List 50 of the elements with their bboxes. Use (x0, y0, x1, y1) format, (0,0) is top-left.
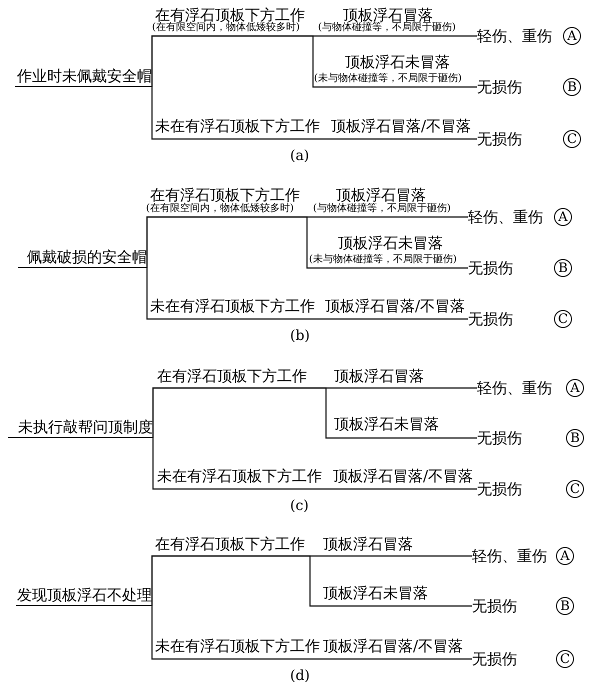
branch-label: 未在有浮石顶板下方工作 (155, 119, 320, 134)
branch-label: 顶板浮石冒落 (334, 369, 424, 384)
outcome-text: 无损伤 (477, 129, 522, 149)
branch-label: 顶板浮石冒落 (343, 8, 433, 23)
initiating-event: 未执行敲帮问顶制度 (8, 419, 153, 438)
outcome-text: 无损伤 (468, 258, 513, 278)
note-text: (未与物体碰撞等，不局限于砸伤) (314, 74, 462, 84)
caption: (c) (290, 499, 309, 513)
initiating-event: 发现顶板浮石不处理 (16, 587, 152, 606)
branch-line (152, 438, 477, 490)
branch-label: 顶板浮石冒落 (323, 537, 413, 552)
initiating-event: 作业时未佩戴安全帽 (15, 68, 152, 87)
branch-label: 顶板浮石冒落 (336, 188, 426, 203)
outcome-text: 轻伤、重伤 (468, 207, 543, 227)
caption: (d) (290, 669, 310, 683)
branch-label: 在有浮石顶板下方工作 (150, 188, 300, 203)
branch-label: 未在有浮石顶板下方工作 (150, 299, 315, 314)
initiating-event: 佩戴破损的安全帽 (18, 249, 147, 268)
note-text: (与物体碰撞等，不局限于砸伤) (318, 23, 456, 33)
outcome-text: 无损伤 (477, 77, 522, 97)
branch-label: 顶板浮石冒落/不冒落 (325, 299, 466, 314)
note-text: (与物体碰撞等，不局限于砸伤) (313, 204, 451, 214)
branch-label: 顶板浮石冒落/不冒落 (323, 639, 464, 654)
outcome-text: 无损伤 (477, 479, 522, 499)
branch-label: 在有浮石顶板下方工作 (157, 369, 307, 384)
branch-label: 顶板浮石未冒落 (334, 417, 439, 432)
outcome-text: 无损伤 (472, 649, 517, 669)
note-text: (在有限空间内，物体低矮较多时) (146, 204, 294, 214)
branch-label: 顶板浮石冒落/不冒落 (331, 119, 472, 134)
branch-label: 顶板浮石未冒落 (345, 55, 450, 70)
note-text: (未与物体碰撞等，不局限于砸伤) (309, 255, 457, 265)
branch-label: 顶板浮石未冒落 (338, 236, 443, 251)
outcome-text: 无损伤 (477, 428, 522, 448)
outcome-text: 无损伤 (468, 309, 513, 329)
branch-line (151, 87, 477, 140)
caption: (b) (290, 329, 310, 343)
branch-label: 在有浮石顶板下方工作 (155, 537, 305, 552)
branch-label: 未在有浮石顶板下方工作 (155, 639, 320, 654)
branch-line (151, 606, 472, 660)
branch-label: 在有浮石顶板下方工作 (155, 8, 305, 23)
branch-label: 未在有浮石顶板下方工作 (157, 469, 322, 484)
outcome-text: 轻伤、重伤 (477, 26, 552, 46)
outcome-text: 轻伤、重伤 (472, 546, 547, 566)
branch-label: 顶板浮石未冒落 (323, 586, 428, 601)
branch-line (146, 268, 468, 320)
outcome-text: 轻伤、重伤 (477, 378, 552, 398)
note-text: (在有限空间内，物体低矮较多时) (152, 23, 300, 33)
caption: (a) (290, 149, 310, 163)
branch-label: 顶板浮石冒落/不冒落 (333, 469, 474, 484)
outcome-text: 无损伤 (472, 596, 517, 616)
